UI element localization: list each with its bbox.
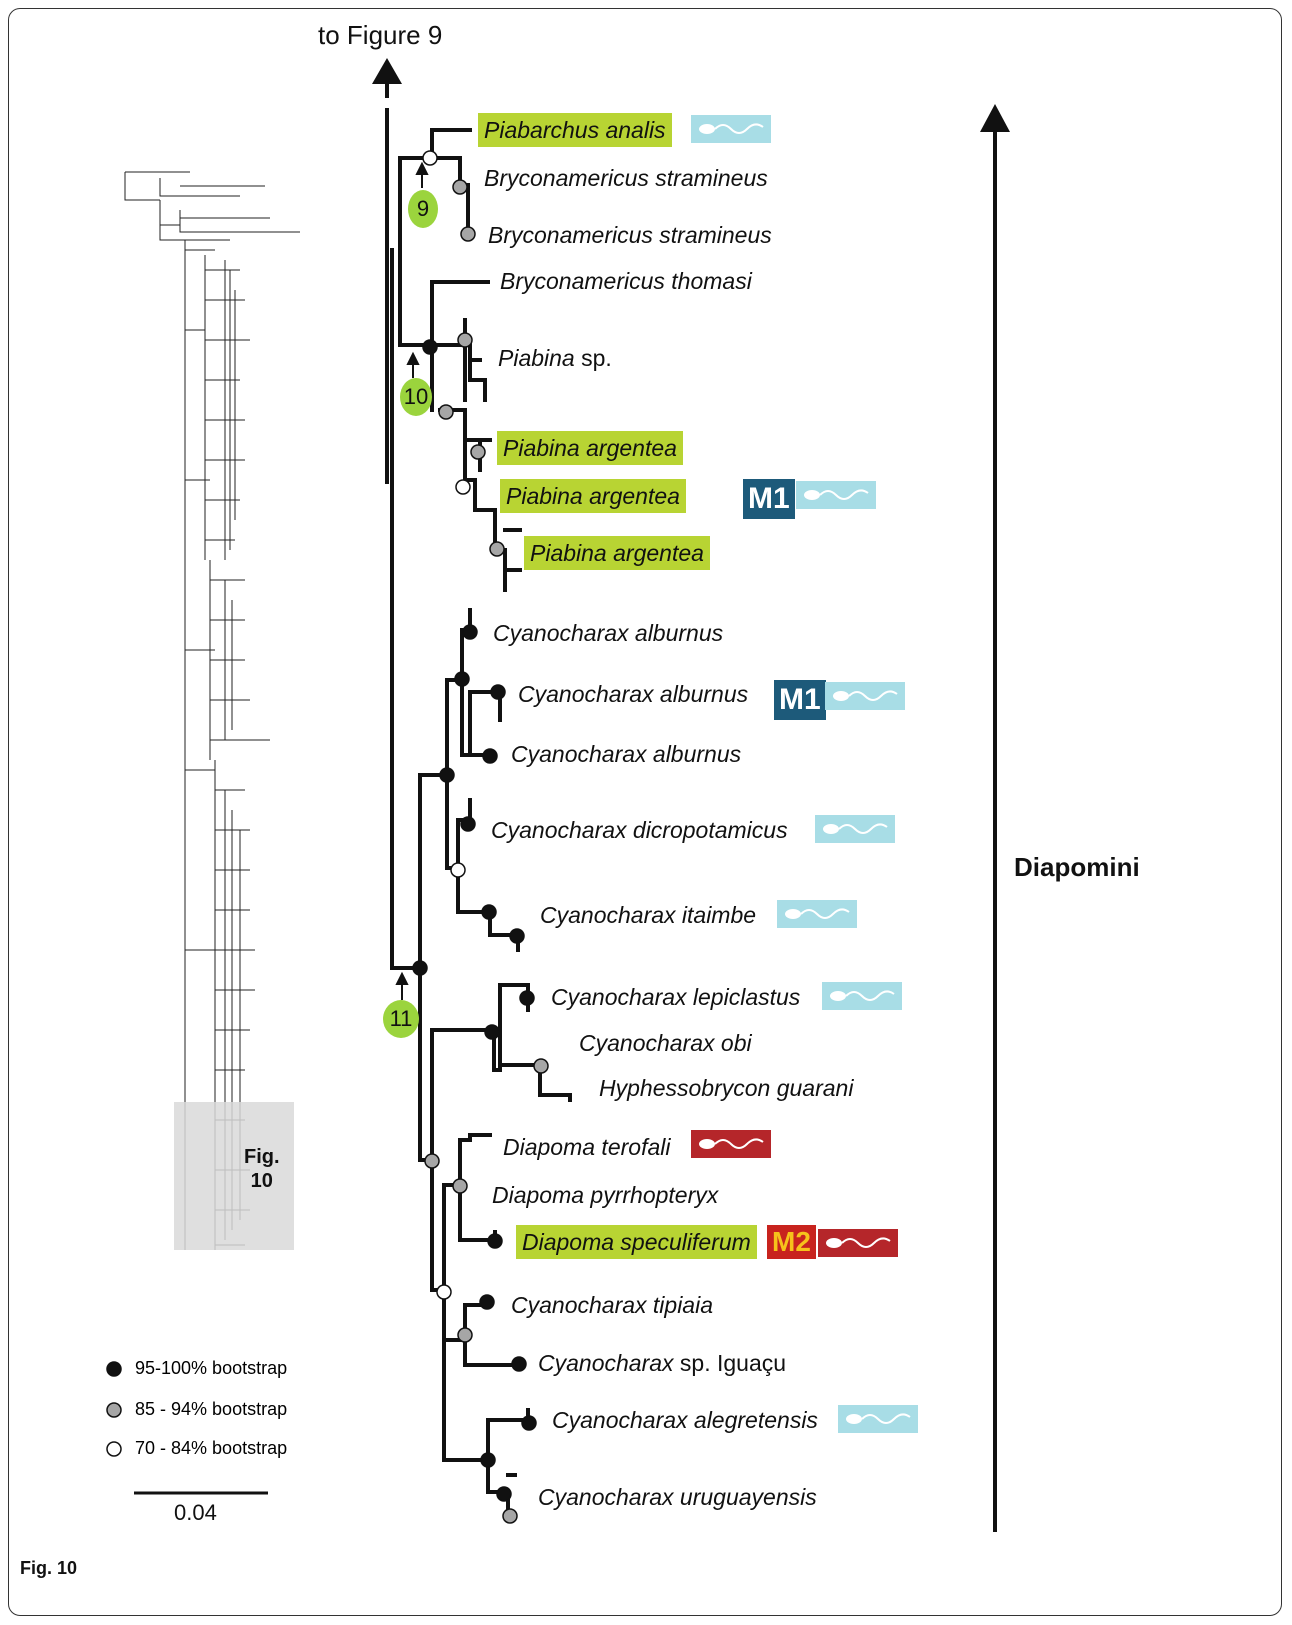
taxon-label: Diapoma speculiferum	[516, 1225, 757, 1259]
taxon-name: Cyanocharax alburnus	[511, 741, 742, 767]
sperm-red-icon	[818, 1229, 898, 1257]
taxon-name: Diapoma terofali	[503, 1134, 671, 1160]
taxon-name: Cyanocharax tipiaia	[511, 1292, 714, 1318]
taxon-name: Cyanocharax uruguayensis	[538, 1484, 817, 1510]
sperm-icon	[691, 115, 771, 143]
overview-tree	[124, 171, 300, 1250]
arrow-label: to Figure 9	[318, 20, 443, 50]
taxon-name: Cyanocharax dicropotamicus	[491, 817, 788, 843]
legend-item-mid: 85 - 94% bootstrap	[135, 1399, 288, 1419]
sperm-blue-icon	[838, 1405, 918, 1433]
taxon-name: Cyanocharax obi	[579, 1030, 752, 1056]
taxon-qualifier: sp.	[574, 345, 612, 371]
taxon-label: Piabina argentea	[500, 479, 686, 513]
sperm-red-icon	[691, 1130, 771, 1158]
clade-arrow	[980, 104, 1010, 132]
taxon-label: Cyanocharax lepiclastus	[545, 980, 806, 1014]
taxon-label: Cyanocharax itaimbe	[534, 898, 762, 932]
taxon-label: Cyanocharax alegretensis	[546, 1403, 824, 1437]
taxon-label: Bryconamericus stramineus	[478, 161, 774, 195]
node-number-10: 10	[400, 378, 432, 416]
sperm-blue-icon	[815, 815, 895, 843]
taxon-label: Diapoma pyrrhopteryx	[486, 1178, 724, 1212]
taxon-label: Piabina argentea	[524, 536, 710, 570]
taxon-label: Cyanocharax alburnus	[487, 616, 729, 650]
sperm-icon	[825, 682, 905, 710]
sperm-icon	[777, 900, 857, 928]
taxon-name: Piabina argentea	[503, 435, 677, 461]
sperm-blue-icon	[825, 682, 905, 710]
node-number-9: 9	[408, 190, 438, 228]
taxon-label: Piabina argentea	[497, 431, 683, 465]
node-number-11: 11	[383, 1000, 419, 1038]
sperm-blue-icon	[822, 982, 902, 1010]
fig10-region-box	[174, 1102, 294, 1250]
sperm-icon	[815, 815, 895, 843]
taxon-name: Bryconamericus stramineus	[488, 222, 772, 248]
marker-m1-badge: M1	[774, 680, 826, 720]
legend-dot-mid	[106, 1402, 122, 1418]
taxon-name: Cyanocharax alegretensis	[552, 1407, 818, 1433]
marker-m1-badge: M1	[743, 479, 795, 519]
taxon-name: Piabarchus analis	[484, 117, 666, 143]
taxon-label: Piabarchus analis	[478, 113, 672, 147]
taxon-name: Bryconamericus stramineus	[484, 165, 768, 191]
taxon-name: Piabina	[498, 345, 575, 371]
sperm-icon	[818, 1229, 898, 1257]
sperm-icon	[691, 1130, 771, 1158]
taxon-name: Cyanocharax itaimbe	[540, 902, 757, 928]
sperm-blue-icon	[796, 481, 876, 509]
taxon-name: Hyphessobrycon guarani	[599, 1075, 854, 1101]
taxon-label: Bryconamericus stramineus	[482, 218, 778, 252]
taxon-label: Bryconamericus thomasi	[494, 264, 758, 298]
sperm-icon	[838, 1405, 918, 1433]
taxon-label: Piabina sp.	[492, 341, 618, 375]
taxon-name: Piabina argentea	[530, 540, 704, 566]
taxon-label: Cyanocharax tipiaia	[505, 1288, 719, 1322]
main-tree	[385, 116, 572, 1517]
taxon-name: Cyanocharax alburnus	[518, 681, 749, 707]
taxon-label: Cyanocharax dicropotamicus	[485, 813, 794, 847]
taxon-label: Cyanocharax alburnus	[512, 677, 754, 711]
overview-ticks	[224, 260, 241, 1240]
taxon-name: Piabina argentea	[506, 483, 680, 509]
sperm-icon	[822, 982, 902, 1010]
bootstrap-nodes	[412, 150, 549, 1524]
figure-frame	[8, 8, 1282, 1616]
node-pointers	[395, 161, 429, 1000]
taxon-label: Cyanocharax alburnus	[505, 737, 747, 771]
scale-label: 0.04	[174, 1500, 217, 1525]
taxon-name: Cyanocharax lepiclastus	[551, 984, 801, 1010]
taxon-name: Bryconamericus thomasi	[500, 268, 752, 294]
taxon-label: Diapoma terofali	[497, 1130, 676, 1164]
clade-label: Diapomini	[1014, 852, 1140, 882]
up-arrow-to-fig9	[372, 58, 402, 84]
inset-box-label: Fig. 10	[244, 1146, 280, 1192]
taxon-qualifier: sp. Iguaçu	[673, 1350, 787, 1376]
taxon-name: Cyanocharax alburnus	[493, 620, 724, 646]
legend-dot-low	[106, 1441, 122, 1457]
taxon-name: Cyanocharax	[538, 1350, 674, 1376]
legend-item-low: 70 - 84% bootstrap	[135, 1438, 288, 1458]
legend-item-high: 95-100% bootstrap	[135, 1358, 288, 1378]
legend-dot-high	[106, 1361, 122, 1377]
taxon-name: Diapoma pyrrhopteryx	[492, 1182, 719, 1208]
sperm-icon	[796, 481, 876, 509]
sperm-blue-icon	[777, 900, 857, 928]
figure-label: Fig. 10	[20, 1558, 78, 1578]
sperm-blue-icon	[691, 115, 771, 143]
taxon-name: Diapoma speculiferum	[522, 1229, 751, 1255]
marker-m2-badge: M2	[767, 1225, 816, 1259]
taxon-label: Cyanocharax obi	[573, 1026, 758, 1060]
taxon-label: Hyphessobrycon guarani	[593, 1071, 859, 1105]
taxon-label: Cyanocharax sp. Iguaçu	[532, 1346, 792, 1380]
taxon-label: Cyanocharax uruguayensis	[532, 1480, 823, 1514]
